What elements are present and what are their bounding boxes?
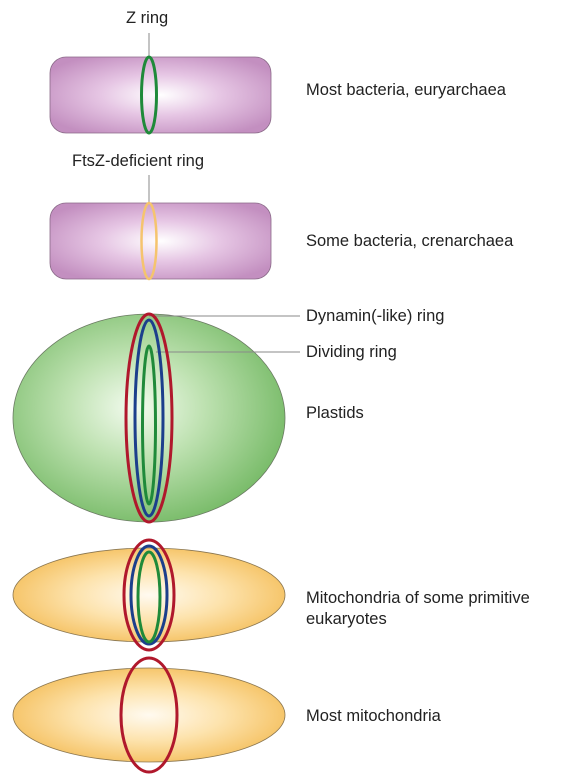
primitive-mitochondrion-cell <box>13 548 285 642</box>
ftsz-deficient-ring-label: FtsZ-deficient ring <box>72 151 204 172</box>
z-ring-label: Z ring <box>126 8 168 29</box>
row-label-bacteria: Most bacteria, euryarchaea <box>306 80 506 101</box>
crenarchaea-cell <box>50 203 271 279</box>
bacterium-cell <box>50 57 271 133</box>
row-label-primitive-mitochondria: Mitochondria of some primitive eukaryote… <box>306 588 574 630</box>
row-label-crenarchaea: Some bacteria, crenarchaea <box>306 231 513 252</box>
dynamin-ring-label: Dynamin(-like) ring <box>306 306 444 327</box>
mitochondrion-cell <box>13 668 285 762</box>
row-label-plastids: Plastids <box>306 403 364 424</box>
dividing-ring-label: Dividing ring <box>306 342 397 363</box>
row-label-mitochondria: Most mitochondria <box>306 706 441 727</box>
